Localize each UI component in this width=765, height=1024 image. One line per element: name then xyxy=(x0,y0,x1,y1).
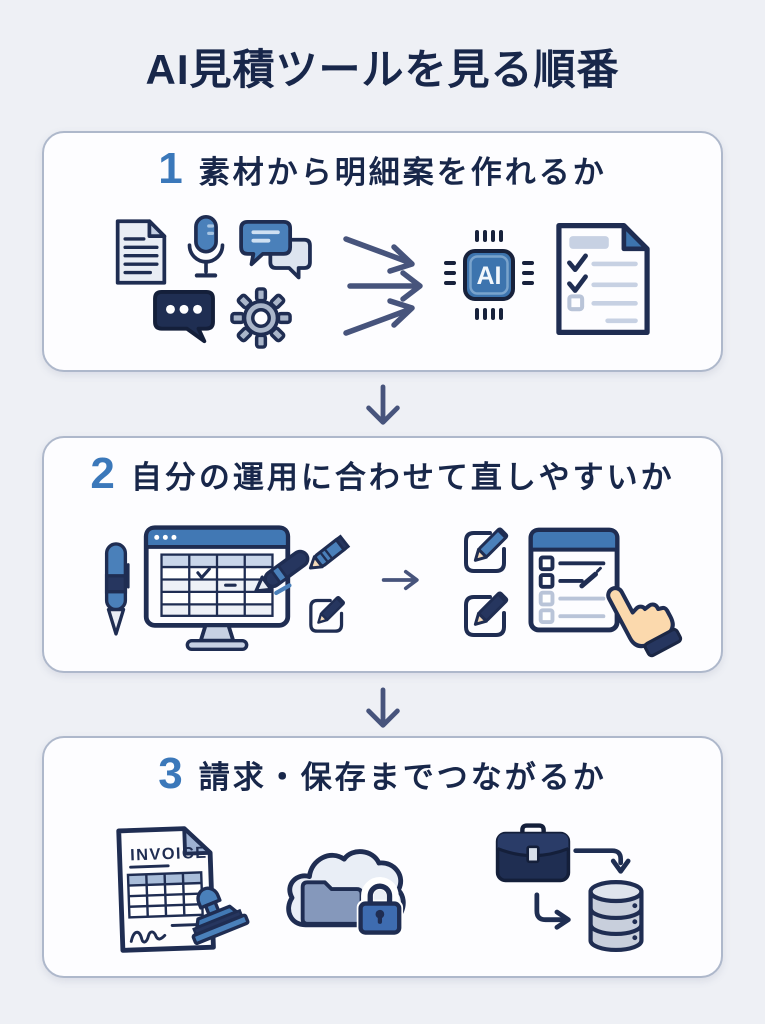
gear-icon xyxy=(230,287,292,349)
database-icon xyxy=(588,880,644,953)
checklist-form-icon xyxy=(528,527,620,633)
spreadsheet-monitor-icon xyxy=(143,525,291,652)
step-1-number: 1 xyxy=(158,144,183,193)
briefcase-icon xyxy=(495,823,571,883)
step-3-heading: 3 請求・保存までつながるか xyxy=(44,752,721,797)
step-2-heading: 2 自分の運用に合わせて直しやすいか xyxy=(44,452,721,497)
stylus-icon xyxy=(254,549,310,596)
hand-cursor-icon xyxy=(606,586,683,658)
invoice-label: INVOICE xyxy=(130,844,208,865)
page-title: AI見積ツールを見る順番 xyxy=(145,46,620,93)
converging-arrows-icon xyxy=(343,236,423,336)
step-2-number: 2 xyxy=(90,449,115,498)
edit-box-navy-icon xyxy=(464,591,509,637)
checklist-document-icon xyxy=(556,223,650,335)
edit-box-blue-icon xyxy=(464,527,509,573)
document-icon xyxy=(115,219,167,285)
chat-bubbles-icon xyxy=(239,219,312,280)
microphone-icon xyxy=(187,215,225,278)
typing-bubble-icon xyxy=(153,289,215,344)
ai-chip-icon: AI xyxy=(444,230,534,320)
step-card-2: 2 自分の運用に合わせて直しやすいか xyxy=(42,436,723,673)
stamp-icon xyxy=(191,886,250,946)
ai-chip-label: AI xyxy=(477,262,502,290)
down-arrow-icon xyxy=(366,687,400,728)
invoice-document-icon: INVOICE xyxy=(116,826,216,953)
down-arrow-icon xyxy=(366,384,400,425)
step-3-number: 3 xyxy=(158,749,183,798)
step-card-3: 3 請求・保存までつながるか INVOICE xyxy=(42,736,723,978)
step-2-title: 自分の運用に合わせて直しやすいか xyxy=(130,460,675,495)
step-1-heading: 1 素材から明細案を作れるか xyxy=(44,147,721,192)
pen-icon xyxy=(104,542,130,636)
edit-box-icon xyxy=(309,595,345,633)
step-card-1: 1 素材から明細案を作れるか xyxy=(42,131,723,372)
cloud-folder-lock-icon xyxy=(286,849,406,937)
step-1-title: 素材から明細案を作れるか xyxy=(198,155,607,190)
arrow-right-icon xyxy=(381,569,419,591)
flow-arrow-right-icon xyxy=(534,892,571,930)
step-3-title: 請求・保存までつながるか xyxy=(198,760,607,795)
flow-arrow-down-icon xyxy=(573,848,631,874)
pencil-icon xyxy=(308,534,351,570)
